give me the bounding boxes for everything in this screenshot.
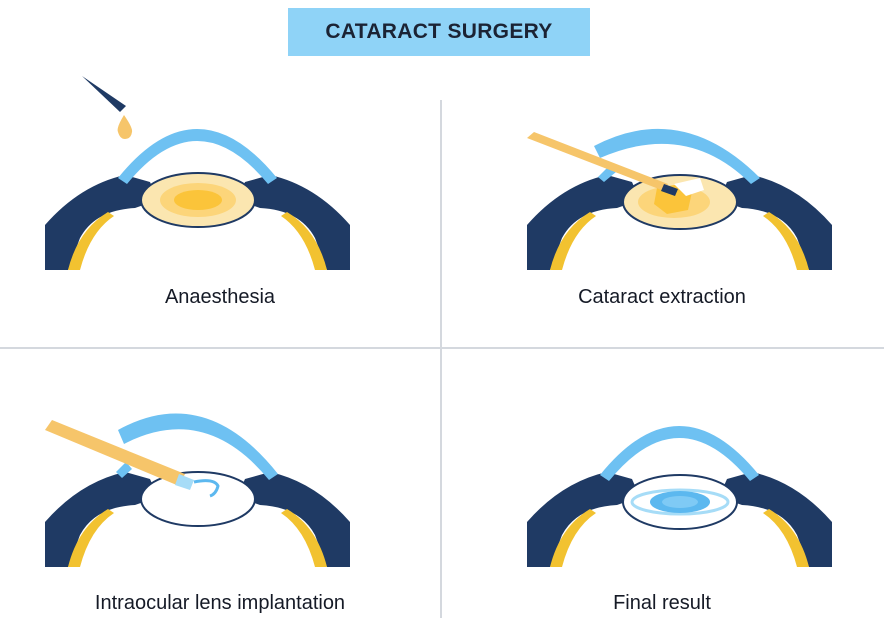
anaesthetic-drop [117, 115, 133, 139]
sclera-right-yellow [763, 509, 809, 567]
step-extraction-panel: Cataract extraction [442, 60, 882, 310]
iol-injector [45, 420, 185, 486]
cataract-fragment-gap [674, 178, 704, 196]
step-final-panel: Final result [442, 352, 882, 614]
implantation-eye-illustration [45, 413, 350, 567]
vertical-divider [440, 100, 442, 618]
sclera-left [45, 472, 158, 567]
sclera-left-yellow [550, 212, 596, 270]
sclera-left [527, 175, 640, 270]
sclera-right [237, 175, 350, 270]
cornea [600, 426, 759, 481]
sclera-right [237, 472, 350, 567]
cornea-edge [116, 462, 132, 478]
anaesthesia-eye-illustration [45, 76, 350, 270]
sclera-right-yellow [763, 212, 809, 270]
iol-haptic-ring [630, 488, 730, 516]
final-eye-illustration [527, 426, 832, 567]
sclera-left [527, 472, 640, 567]
lens-capsule [140, 471, 256, 527]
sclera-left-yellow [550, 509, 596, 567]
phaco-probe [527, 132, 668, 191]
horizontal-divider [0, 347, 884, 349]
sclera-left-yellow [68, 509, 114, 567]
sclera-left [45, 175, 158, 270]
sclera-left-yellow [68, 212, 114, 270]
step-label: Cataract extraction [578, 286, 746, 308]
step-label: Intraocular lens implantation [94, 592, 346, 614]
cornea [118, 129, 277, 184]
iol-haptic [193, 479, 220, 498]
injector-tip [175, 474, 194, 490]
title-banner: CATARACT SURGERY [288, 8, 590, 56]
step-anaesthesia-panel: Anaesthesia [0, 60, 440, 310]
sclera-right [719, 472, 832, 567]
extraction-eye-illustration [527, 128, 832, 270]
probe-tip [661, 184, 678, 196]
cornea-flap [118, 413, 278, 480]
sclera-right [719, 175, 832, 270]
diagram-title: CATARACT SURGERY [325, 20, 553, 43]
iol-highlight [662, 496, 698, 508]
sclera-right-yellow [281, 509, 327, 567]
sclera-right-yellow [281, 212, 327, 270]
step-label: Anaesthesia [164, 286, 276, 308]
cataract-core [174, 190, 222, 210]
dropper-tip [82, 76, 126, 112]
step-label: Final result [613, 592, 711, 614]
step-implantation-panel: Intraocular lens implantation [0, 352, 440, 614]
cornea-flap [594, 128, 760, 184]
